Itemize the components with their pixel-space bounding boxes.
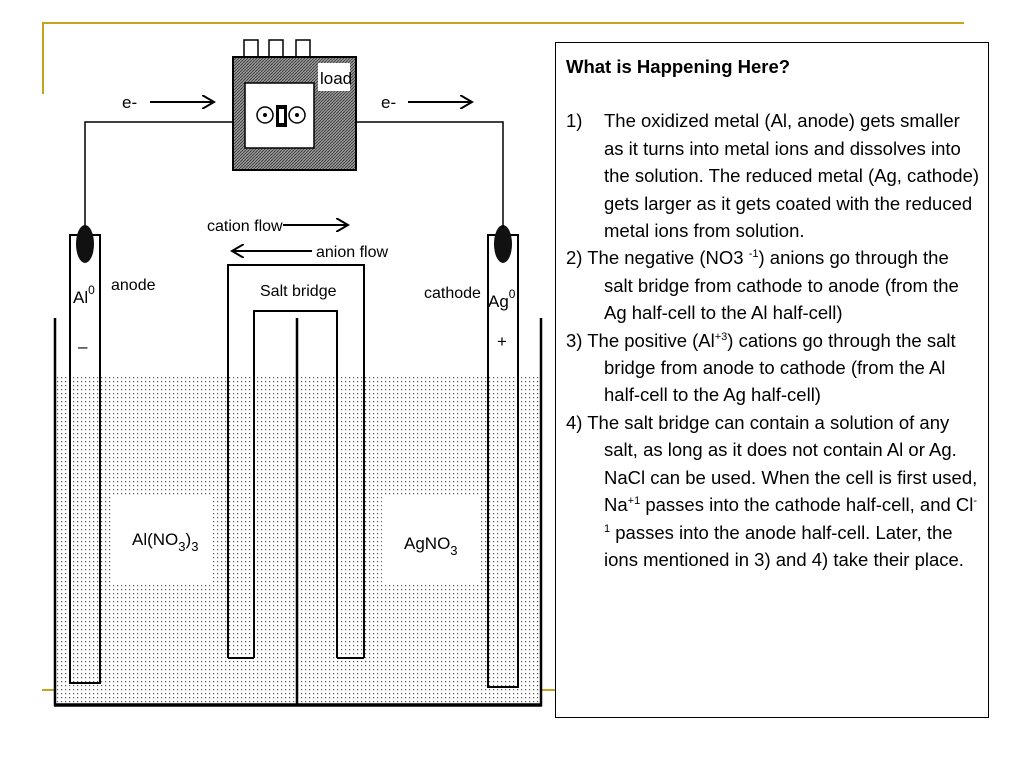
explanation-item-1: 1) The oxidized metal (Al, anode) gets sm… [566,107,980,244]
explanation-item-4: 4) The salt bridge can contain a solutio… [566,411,978,570]
electron-label-left: e- [122,93,137,112]
explanation-item-3: 3) The positive (Al+3) cations go throug… [566,329,956,406]
left-accent-line [42,22,44,94]
item-1-text: The oxidized metal (Al, anode) gets smal… [604,110,980,242]
explanation-textbox: What is Happening Here? 1) The oxidized m… [555,42,989,718]
anode-sign: – [78,337,88,356]
load [232,39,357,171]
salt-bridge-label: Salt bridge [260,283,337,300]
explanation-item-2: 2) The negative (NO3 -1) anions go throu… [566,247,959,324]
load-label: load [320,69,352,88]
external-wire [84,121,504,228]
cathode-sign: + [497,332,507,351]
cathode-label: cathode [424,285,481,302]
cathode-electrode [487,225,519,688]
left-solution-label: Al(NO3)3 [132,530,198,554]
anode-electrode [69,225,101,684]
electron-label-right: e- [381,93,396,112]
anode-label: anode [111,277,156,294]
flow-arrows [150,102,472,251]
anion-flow-label: anion flow [316,244,388,261]
explanation-heading: What is Happening Here? [566,56,791,77]
item-1-number: 1) [566,110,583,132]
cation-flow-label: cation flow [207,218,283,235]
spacer [566,80,980,107]
right-solution-label: AgNO3 [404,534,458,558]
salt-bridge [227,264,365,659]
cathode-metal-label: Ag0 [488,287,516,311]
left-solution-box [112,495,212,585]
right-solution-box [382,495,480,585]
anode-metal-label: Al0 [73,283,95,307]
electrochemical-cell-diagram: load e- e- cation flow anion flow Salt b… [53,39,543,707]
top-accent-line [42,22,964,24]
